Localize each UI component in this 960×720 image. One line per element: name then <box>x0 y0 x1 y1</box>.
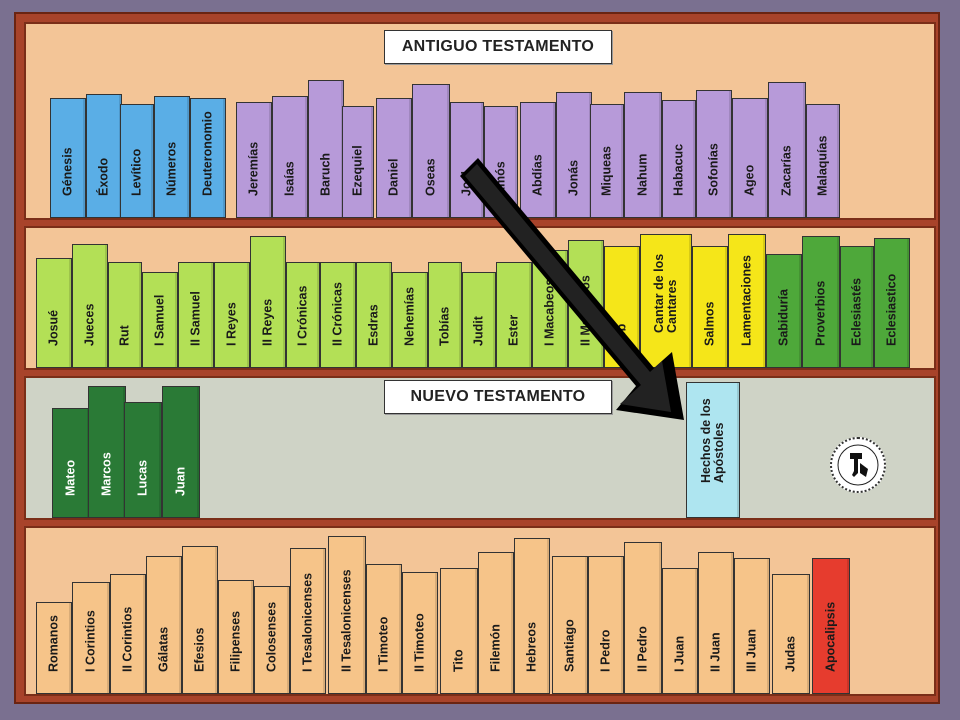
book-cantar-de-los-cantares: Cantar de los Cantares <box>640 234 692 368</box>
book-rut: Rut <box>108 262 142 368</box>
book-judas: Judas <box>772 574 810 694</box>
book-i-pedro: I Pedro <box>588 556 624 694</box>
book-eclesiastes: Eclesiastés <box>840 246 874 368</box>
book-numeros: Números <box>154 96 190 218</box>
book-tobias: Tobías <box>428 262 462 368</box>
seal-icon <box>830 437 886 493</box>
book-ii-tesalonicenses: II Tesalonicenses <box>328 536 366 694</box>
book-i-timoteo: I Timoteo <box>366 564 402 694</box>
old-testament-heading: ANTIGUO TESTAMENTO <box>384 30 612 64</box>
new-testament-heading: NUEVO TESTAMENTO <box>384 380 612 414</box>
book-josue: Josué <box>36 258 72 368</box>
book-efesios: Efesios <box>182 546 218 694</box>
book-colosenses: Colosenses <box>254 586 290 694</box>
book-baruch: Baruch <box>308 80 344 218</box>
book-tito: Tito <box>440 568 478 694</box>
book-ii-corintios: II Corintios <box>110 574 146 694</box>
book-romanos: Romanos <box>36 602 72 694</box>
book-levitico: Levítico <box>120 104 154 218</box>
book-nahum: Nahum <box>624 92 662 218</box>
book-salmos: Salmos <box>692 246 728 368</box>
book-iii-juan: III Juan <box>734 558 770 694</box>
book-hebreos: Hebreos <box>514 538 550 694</box>
book-lucas: Lucas <box>124 402 162 518</box>
book-i-reyes: I Reyes <box>214 262 250 368</box>
book-ii-cronicas: II Crónicas <box>320 262 356 368</box>
book-ii-juan: II Juan <box>698 552 734 694</box>
book-ii-pedro: II Pedro <box>624 542 662 694</box>
book-hechos-de-los-apostoles: Hechos de los Apóstoles <box>686 382 740 518</box>
book-jeremias: Jeremías <box>236 102 272 218</box>
book-i-samuel: I Samuel <box>142 272 178 368</box>
book-sofonias: Sofonías <box>696 90 732 218</box>
book-ii-timoteo: II Timoteo <box>402 572 438 694</box>
book-deuteronomio: Deuteronomio <box>190 98 226 218</box>
book-oseas: Oseas <box>412 84 450 218</box>
book-isaias: Isaías <box>272 96 308 218</box>
book-genesis: Génesis <box>50 98 86 218</box>
book-apocalipsis: Apocalipsis <box>812 558 850 694</box>
book-mateo: Mateo <box>52 408 90 518</box>
book-santiago: Santiago <box>552 556 588 694</box>
book-filipenses: Filipenses <box>218 580 254 694</box>
book-miqueas: Miqueas <box>590 104 624 218</box>
book-jueces: Jueces <box>72 244 108 368</box>
book-eclesiastico: Eclesiastico <box>874 238 910 368</box>
book-ii-samuel: II Samuel <box>178 262 214 368</box>
book-malaquias: Malaquías <box>806 104 840 218</box>
book-exodo: Éxodo <box>86 94 122 218</box>
book-zacarias: Zacarías <box>768 82 806 218</box>
book-galatas: Gálatas <box>146 556 182 694</box>
book-proverbios: Proverbios <box>802 236 840 368</box>
book-habacuc: Habacuc <box>662 100 696 218</box>
book-nehemias: Nehemías <box>392 272 428 368</box>
book-i-tesalonicenses: I Tesalonicenses <box>290 548 326 694</box>
book-ezequiel: Ezequiel <box>342 106 374 218</box>
book-i-corintios: I Corintios <box>72 582 110 694</box>
book-juan: Juan <box>162 386 200 518</box>
book-daniel: Daniel <box>376 98 412 218</box>
book-sabiduria: Sabiduría <box>766 254 802 368</box>
book-abdias: Abdías <box>520 102 556 218</box>
book-ageo: Ageo <box>732 98 768 218</box>
book-esdras: Esdras <box>356 262 392 368</box>
book-lamentaciones: Lamentaciones <box>728 234 766 368</box>
book-i-juan: I Juan <box>662 568 698 694</box>
book-judit: Judit <box>462 272 496 368</box>
book-ester: Ester <box>496 262 532 368</box>
book-ii-reyes: II Reyes <box>250 236 286 368</box>
book-i-cronicas: I Crónicas <box>286 262 320 368</box>
book-filemon: Filemón <box>478 552 514 694</box>
